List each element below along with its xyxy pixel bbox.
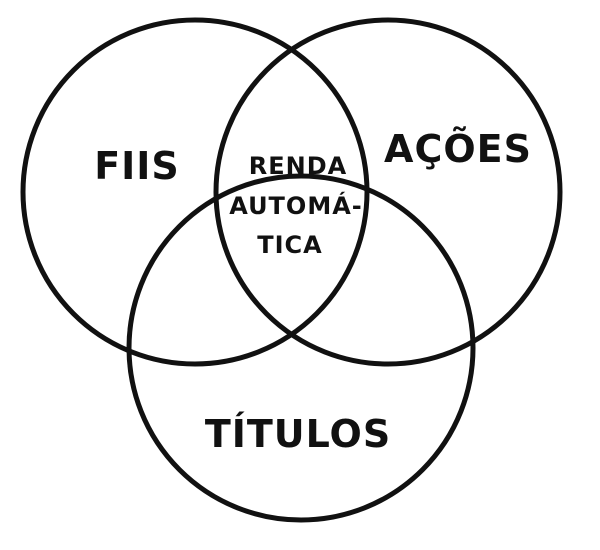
- circle-titulos: [126, 173, 476, 523]
- label-fiis: FIIS: [94, 144, 180, 188]
- circle-fiis: [20, 17, 370, 367]
- label-acoes: AÇÕES: [384, 127, 532, 171]
- label-titulos: TÍTULOS: [205, 412, 391, 456]
- label-intersection-line-1: RENDA: [249, 152, 347, 180]
- label-intersection-line-2: AUTOMÁ-: [229, 191, 363, 220]
- label-intersection-line-3: TICA: [257, 231, 323, 259]
- circle-acoes: [213, 17, 563, 367]
